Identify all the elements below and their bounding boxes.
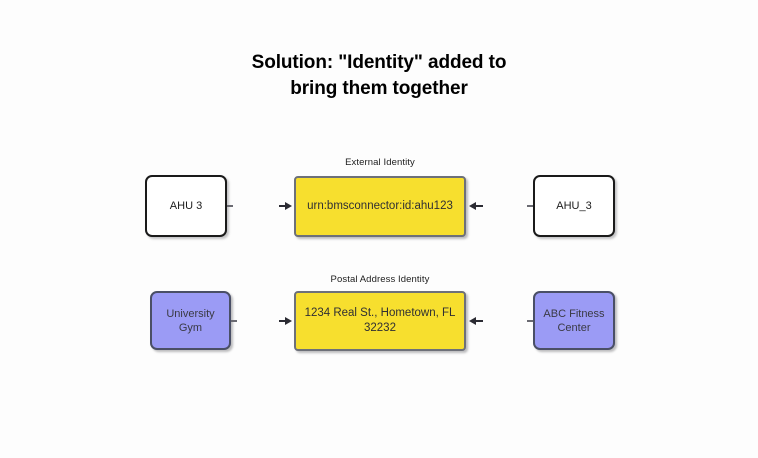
connector-stub-row2-left [279,320,287,322]
arrow-head-right-row2-left [285,317,292,325]
caption-external-identity: External Identity [345,157,415,168]
arrow-head-right-row1-left [285,202,292,210]
arrow-head-left-row2-right [469,317,476,325]
page-title-line-2: bring them together [290,78,468,99]
page-title: Solution: "Identity" added to bring them… [0,50,758,102]
connector-stub-row1-right [475,205,483,207]
node-postal-address-identity-value[interactable]: 1234 Real St., Hometown, FL 32232 [294,291,466,351]
node-ahu-3-source[interactable]: AHU 3 [145,175,227,237]
caption-postal-address-identity: Postal Address Identity [330,274,430,285]
arrow-head-left-row1-right [469,202,476,210]
connector-line-row2-right [527,320,533,322]
connector-stub-row2-right [475,320,483,322]
connector-line-row1-right [527,205,533,207]
node-external-identity-urn[interactable]: urn:bmsconnector:id:ahu123 [294,176,466,237]
connector-line-row1-left [227,205,233,207]
node-ahu-3-target[interactable]: AHU_3 [533,175,615,237]
connector-stub-row1-left [279,205,287,207]
page-title-line-1: Solution: "Identity" added to [251,52,507,73]
node-university-gym[interactable]: University Gym [150,291,231,350]
connector-line-row2-left [231,320,237,322]
node-abc-fitness-center[interactable]: ABC Fitness Center [533,291,615,350]
